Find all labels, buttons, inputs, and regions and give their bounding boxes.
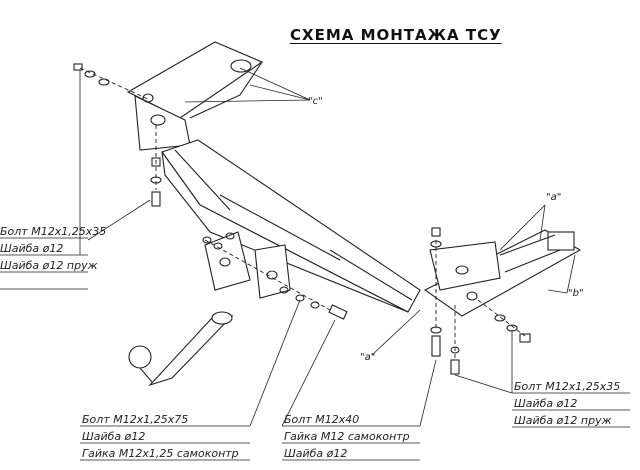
label-left-bolt: Болт М12х1,25х35 — [0, 225, 107, 238]
right-bracket — [423, 229, 582, 317]
label-right-bolt: Болт М12х1,25х35 — [514, 380, 621, 393]
label-leaders — [0, 70, 630, 461]
label-left-spring-washer: Шайба ø12 пруж — [0, 259, 98, 272]
callout-a-bottom: "а" — [360, 352, 376, 363]
label-ball-washer: Шайба ø12 — [82, 430, 146, 443]
diagram-title: СХЕМА МОНТАЖА ТСУ — [290, 26, 502, 44]
label-center-nut: Гайка М12 самоконтр — [284, 430, 410, 443]
left-bracket — [126, 41, 264, 151]
label-right-washer: Шайба ø12 — [514, 397, 578, 410]
callout-a-top: "а" — [546, 192, 562, 203]
center-flange — [204, 231, 291, 299]
cross-beam — [161, 139, 421, 313]
label-left-washer: Шайба ø12 — [0, 242, 64, 255]
label-ball-nut: Гайка М12х1,25 самоконтр — [82, 447, 239, 460]
tow-ball — [128, 311, 234, 387]
label-center-bolt: Болт М12х40 — [284, 413, 360, 426]
label-ball-bolt: Болт М12х1,25х75 — [82, 413, 189, 426]
callout-b: "b" — [568, 288, 584, 299]
callout-c: "с" — [308, 96, 323, 107]
label-right-spring-washer: Шайба ø12 пруж — [514, 414, 612, 427]
assembly-axes — [79, 67, 526, 360]
fasteners — [73, 63, 531, 375]
callout-leaders — [184, 67, 576, 356]
label-center-washer: Шайба ø12 — [284, 447, 348, 460]
